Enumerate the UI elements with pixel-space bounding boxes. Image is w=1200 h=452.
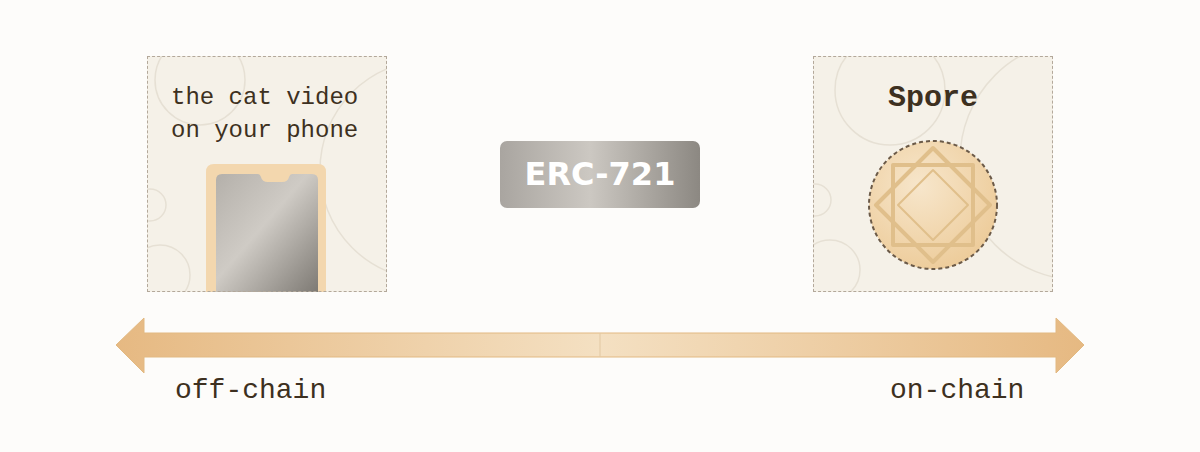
decor-circles bbox=[147, 56, 387, 292]
badge-label: ERC-721 bbox=[500, 141, 700, 208]
axis-end-label: off-chain bbox=[175, 375, 326, 406]
axis-end-label: on-chain bbox=[890, 375, 1024, 406]
spore-coin bbox=[869, 141, 997, 269]
box-ground bbox=[813, 56, 1053, 292]
content-box: the cat video on your phone bbox=[147, 56, 387, 292]
box-title: the cat video on your phone bbox=[171, 81, 371, 147]
box-title: Spore bbox=[824, 79, 1042, 117]
phone-icon bbox=[206, 164, 326, 292]
standard-badge: ERC-721 bbox=[500, 141, 700, 208]
content-box: Spore bbox=[813, 56, 1053, 292]
spectrum-arrow bbox=[116, 318, 1084, 373]
decor-circles bbox=[813, 56, 1053, 292]
